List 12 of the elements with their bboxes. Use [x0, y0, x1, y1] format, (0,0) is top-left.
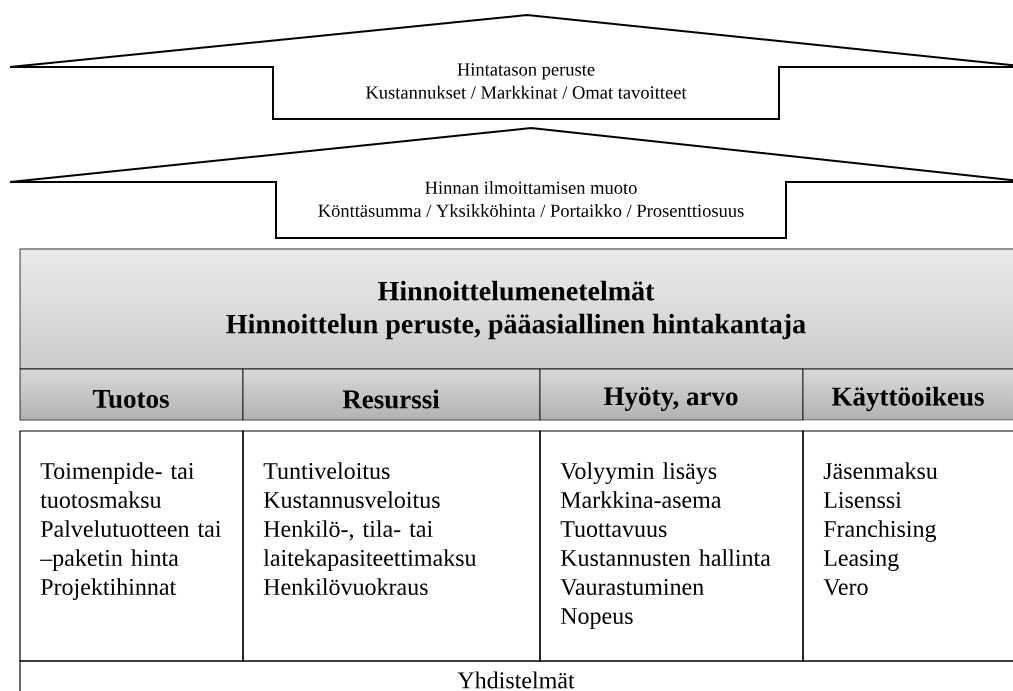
header-band: Hinnoittelumenetelmät Hinnoittelun peruste, pääasiallinen hintakantaja	[19, 248, 1013, 370]
column-header: Käyttöoikeus	[802, 368, 1013, 421]
table-cell: Toimenpide- tai tuotosmaksu Palvelutuotteen tai –paketin hinta Projektihinnat	[19, 430, 244, 662]
roof-shaped-box: Hinnan ilmoittamisen muoto Könttäsumma / Yksikköhinta / Portaikko / Prosenttiosuus	[9, 127, 1013, 239]
table-cell: Yhdistelmät	[19, 660, 1013, 691]
roof-shaped-box: Hintatason peruste Kustannukset / Markkinat / Omat tavoitteet	[9, 14, 1013, 120]
table-cell: Tuntiveloitus Kustannusveloitus Henkilö-, tila- tai laitekapasiteettimaksu Henkilövuokraus	[242, 430, 541, 662]
table-cell: Jäsenmaksu Lisenssi Franchising Leasing Vero	[802, 430, 1013, 662]
column-header: Resurssi	[242, 368, 541, 421]
column-header: Hyöty, arvo	[539, 368, 804, 421]
table-cell: Volyymin lisäys Markkina-asema Tuottavuus Kustannusten hallinta Vaurastuminen Nopeus	[539, 430, 804, 662]
column-header: Tuotos	[19, 368, 244, 421]
